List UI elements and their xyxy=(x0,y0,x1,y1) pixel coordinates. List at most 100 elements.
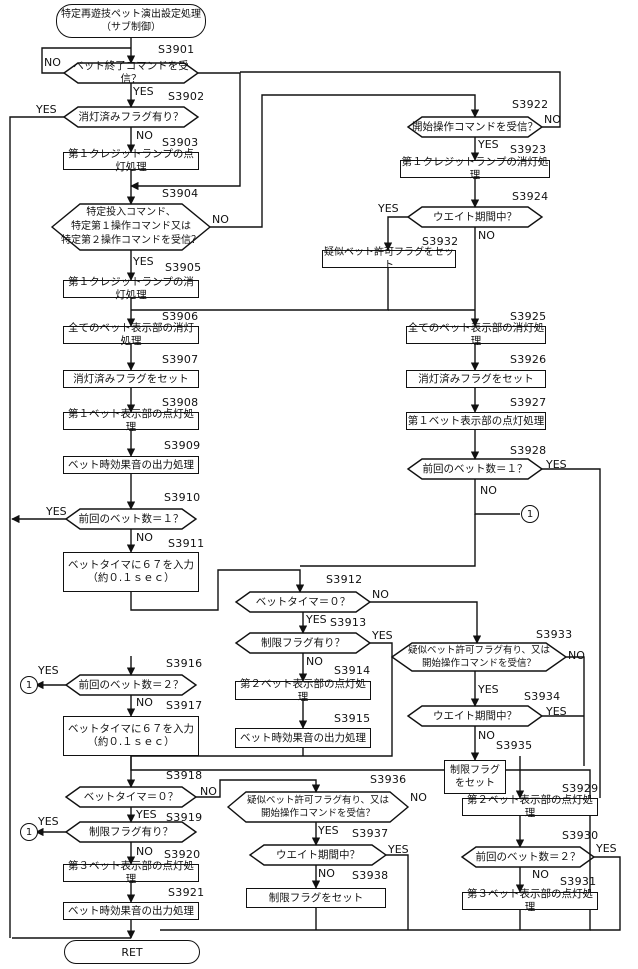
step-label-s3932: S3932 xyxy=(422,236,458,248)
process-s3911: ベットタイマに６７を入力 （約０.１ｓｅｃ） xyxy=(63,552,199,592)
step-label-s3937: S3937 xyxy=(352,828,388,840)
step-label-s3927: S3927 xyxy=(510,397,546,409)
step-label-s3911: S3911 xyxy=(168,538,204,550)
decision-s3913: 制限フラグ有り？ xyxy=(238,634,368,652)
step-label-s3918: S3918 xyxy=(166,770,202,782)
branch-yes-s3922: YES xyxy=(478,139,499,151)
step-label-s3921: S3921 xyxy=(168,887,204,899)
decision-s3937: ウエイト期間中？ xyxy=(252,846,384,864)
branch-no-s3916: NO xyxy=(136,697,153,709)
branch-yes-s3910: YES xyxy=(46,506,67,518)
process-s3905: 第１クレジットランプの消灯処理 xyxy=(63,280,199,298)
branch-yes-s3934: YES xyxy=(546,706,567,718)
process-s3914: 第２ベット表示部の点灯処理 xyxy=(235,681,371,700)
branch-yes-s3937: YES xyxy=(388,844,409,856)
step-label-s3920: S3920 xyxy=(164,849,200,861)
decision-s3930: 前回のベット数＝２？ xyxy=(464,848,592,866)
branch-yes-s3901: YES xyxy=(133,86,154,98)
step-label-s3926: S3926 xyxy=(510,354,546,366)
process-s3915: ベット時効果音の出力処理 xyxy=(235,728,371,748)
process-s3927: 第１ベット表示部の点灯処理 xyxy=(406,412,546,430)
branch-yes-s3913: YES xyxy=(372,630,393,642)
step-label-s3908: S3908 xyxy=(162,397,198,409)
branch-yes-s3918: YES xyxy=(136,809,157,821)
branch-no-s3934: NO xyxy=(478,730,495,742)
step-label-s3919: S3919 xyxy=(166,812,202,824)
process-s3926: 消灯済みフラグをセット xyxy=(406,370,546,388)
branch-no-s3904: NO xyxy=(212,214,229,226)
step-label-s3936: S3936 xyxy=(370,774,406,786)
step-label-s3925: S3925 xyxy=(510,311,546,323)
step-label-s3914: S3914 xyxy=(334,665,370,677)
decision-s3934: ウエイト期間中？ xyxy=(410,707,540,725)
process-s3932: 疑似ベット許可フラグをセット xyxy=(322,250,456,268)
decision-s3901: ベット終了コマンドを受信？ xyxy=(66,64,196,82)
branch-no-s3937: NO xyxy=(318,868,335,880)
end-terminal: RET xyxy=(64,940,200,964)
decision-s3936: 疑似ベット許可フラグ有り、又は 開始操作コマンドを受信？ xyxy=(232,793,404,821)
step-label-s3929: S3929 xyxy=(562,783,598,795)
process-s3923: 第１クレジットランプの消灯処理 xyxy=(400,160,550,178)
branch-no-s3922: NO xyxy=(544,114,561,126)
step-label-s3917: S3917 xyxy=(166,700,202,712)
branch-no-s3936: NO xyxy=(410,792,427,804)
step-label-s3934: S3934 xyxy=(524,691,560,703)
step-label-s3930: S3930 xyxy=(562,830,598,842)
decision-s3922: 開始操作コマンドを受信？ xyxy=(410,118,540,136)
start-terminal: 特定再遊技ペット演出設定処理 （サブ制御） xyxy=(56,4,206,38)
branch-no-s3910: NO xyxy=(136,532,153,544)
decision-s3916: 前回のベット数＝２？ xyxy=(68,676,194,694)
branch-yes-s3936: YES xyxy=(318,825,339,837)
process-s3909: ベット時効果音の出力処理 xyxy=(63,456,199,474)
step-label-s3913: S3913 xyxy=(330,617,366,629)
step-label-s3907: S3907 xyxy=(162,354,198,366)
branch-no-s3901: NO xyxy=(44,57,61,69)
process-s3917: ベットタイマに６７を入力 （約０.１ｓｅｃ） xyxy=(63,716,199,756)
branch-no-s3933: NO xyxy=(568,650,585,662)
step-label-s3924: S3924 xyxy=(512,191,548,203)
branch-yes-s3930: YES xyxy=(596,843,617,855)
branch-yes-s3904: YES xyxy=(133,256,154,268)
decision-s3918: ベットタイマ＝０？ xyxy=(68,788,194,806)
branch-yes-s3902: YES xyxy=(36,104,57,116)
process-s3907: 消灯済みフラグをセット xyxy=(63,370,199,388)
process-s3938: 制限フラグをセット xyxy=(246,888,386,908)
step-label-s3931: S3931 xyxy=(560,876,596,888)
branch-no-s3918: NO xyxy=(200,786,217,798)
step-label-s3903: S3903 xyxy=(162,137,198,149)
branch-yes-s3919: YES xyxy=(38,816,59,828)
process-s3908: 第１ベット表示部の点灯処理 xyxy=(63,412,199,430)
branch-yes-s3912: YES xyxy=(306,614,327,626)
decision-s3910: 前回のベット数＝１？ xyxy=(68,510,194,528)
step-label-s3928: S3928 xyxy=(510,445,546,457)
process-s3920: 第３ベット表示部の点灯処理 xyxy=(63,864,199,882)
branch-no-s3924: NO xyxy=(478,230,495,242)
step-label-s3922: S3922 xyxy=(512,99,548,111)
step-label-s3923: S3923 xyxy=(510,144,546,156)
step-label-s3933: S3933 xyxy=(536,629,572,641)
decision-s3928: 前回のベット数＝１？ xyxy=(410,460,540,478)
process-s3929: 第２ベット表示部の点灯処理 xyxy=(462,798,598,816)
connector-1-left-lower: 1 xyxy=(20,823,38,841)
branch-no-s3930: NO xyxy=(532,869,549,881)
step-label-s3910: S3910 xyxy=(164,492,200,504)
step-label-s3916: S3916 xyxy=(166,658,202,670)
branch-no-s3913: NO xyxy=(306,656,323,668)
step-label-s3909: S3909 xyxy=(164,440,200,452)
step-label-s3906: S3906 xyxy=(162,311,198,323)
process-s3931: 第３ベット表示部の点灯処理 xyxy=(462,892,598,910)
step-label-s3912: S3912 xyxy=(326,574,362,586)
decision-s3904: 特定投入コマンド、 特定第１操作コマンド又は 特定第２操作コマンドを受信？ xyxy=(56,205,206,249)
step-label-s3905: S3905 xyxy=(165,262,201,274)
process-s3906: 全てのベット表示部の消灯処理 xyxy=(63,326,199,344)
process-s3925: 全てのベット表示部の消灯処理 xyxy=(406,326,546,344)
decision-s3924: ウエイト期間中？ xyxy=(410,208,540,226)
decision-s3912: ベットタイマ＝０？ xyxy=(238,593,368,611)
step-label-s3938: S3938 xyxy=(352,870,388,882)
connector-1-left-upper: 1 xyxy=(20,676,38,694)
branch-yes-s3924: YES xyxy=(378,203,399,215)
process-s3921: ベット時効果音の出力処理 xyxy=(63,902,199,920)
branch-yes-s3933: YES xyxy=(478,684,499,696)
process-s3935: 制限フラグ をセット xyxy=(444,760,506,794)
